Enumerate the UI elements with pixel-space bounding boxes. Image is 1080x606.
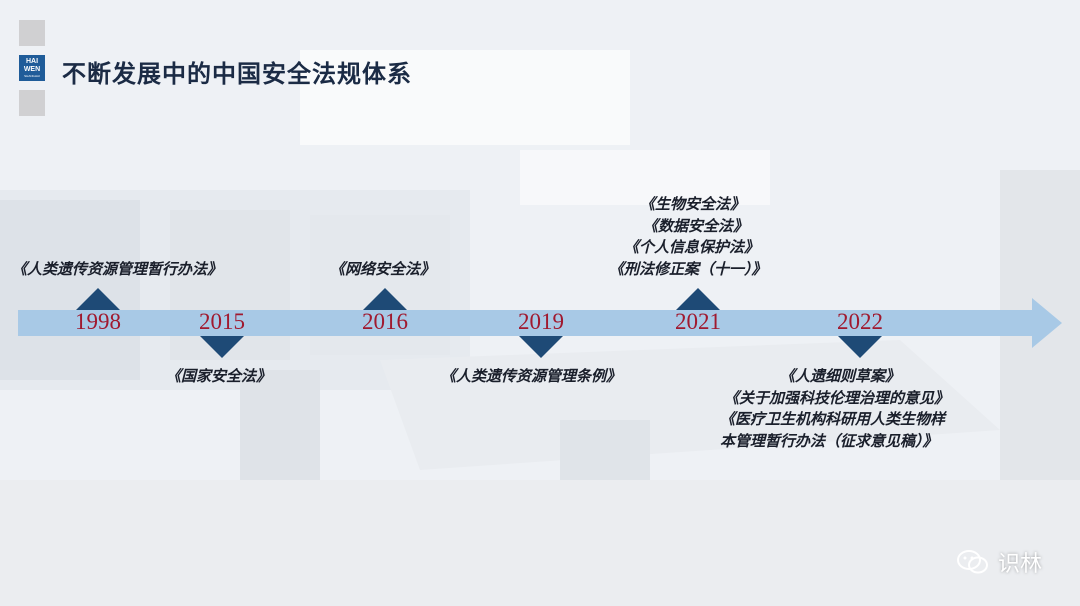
logo-text-2: WEN bbox=[23, 66, 41, 73]
year-label-2019: 2019 bbox=[518, 309, 564, 334]
marker-2022 bbox=[838, 336, 882, 358]
watermark-text: 识林 bbox=[997, 552, 1042, 577]
event-2021-1: 《生物安全法》 bbox=[640, 195, 746, 213]
marker-2021 bbox=[676, 288, 720, 310]
marker-2015 bbox=[200, 336, 244, 358]
year-label-2022: 2022 bbox=[837, 309, 883, 334]
event-2022-2: 《关于加强科技伦理治理的意见》 bbox=[724, 388, 950, 407]
event-2021-4: 《刑法修正案（十一）》 bbox=[609, 259, 767, 278]
event-2019-1: 《人类遗传资源管理条例》 bbox=[441, 367, 622, 385]
logo-text-1: HAI bbox=[25, 58, 39, 65]
wechat-icon bbox=[956, 550, 988, 574]
logo-text-3: SHANGHAI bbox=[24, 74, 40, 78]
decor-square-top bbox=[19, 20, 45, 46]
marker-2019 bbox=[519, 336, 563, 358]
page-title: 不断发展中的中国安全法规体系 bbox=[62, 60, 412, 88]
event-2015-1: 《国家安全法》 bbox=[166, 367, 272, 385]
timeline-markers bbox=[76, 288, 882, 358]
year-label-2021: 2021 bbox=[675, 309, 721, 334]
event-2021-2: 《数据安全法》 bbox=[643, 216, 749, 235]
event-1998-1: 《人类遗传资源管理暂行办法》 bbox=[12, 259, 223, 278]
year-label-2016: 2016 bbox=[362, 309, 408, 334]
event-2022-3: 《医疗卫生机构科研用人类生物样 bbox=[720, 410, 946, 428]
timeline-arrow bbox=[18, 298, 1062, 348]
marker-2016 bbox=[363, 288, 407, 310]
company-logo: HAI WEN SHANGHAI bbox=[19, 55, 45, 81]
event-2021-3: 《个人信息保护法》 bbox=[624, 238, 760, 256]
event-2016-1: 《网络安全法》 bbox=[330, 259, 436, 278]
logo-block: HAI WEN SHANGHAI bbox=[19, 20, 45, 125]
watermark: 识林 bbox=[956, 546, 1042, 578]
year-label-2015: 2015 bbox=[199, 309, 245, 334]
decor-square-bottom bbox=[19, 90, 45, 116]
year-label-1998: 1998 bbox=[75, 309, 121, 334]
event-2022-1: 《人遗细则草案》 bbox=[780, 367, 901, 385]
marker-1998 bbox=[76, 288, 120, 310]
event-2022-4: 本管理暂行办法（征求意见稿）》 bbox=[720, 431, 938, 450]
